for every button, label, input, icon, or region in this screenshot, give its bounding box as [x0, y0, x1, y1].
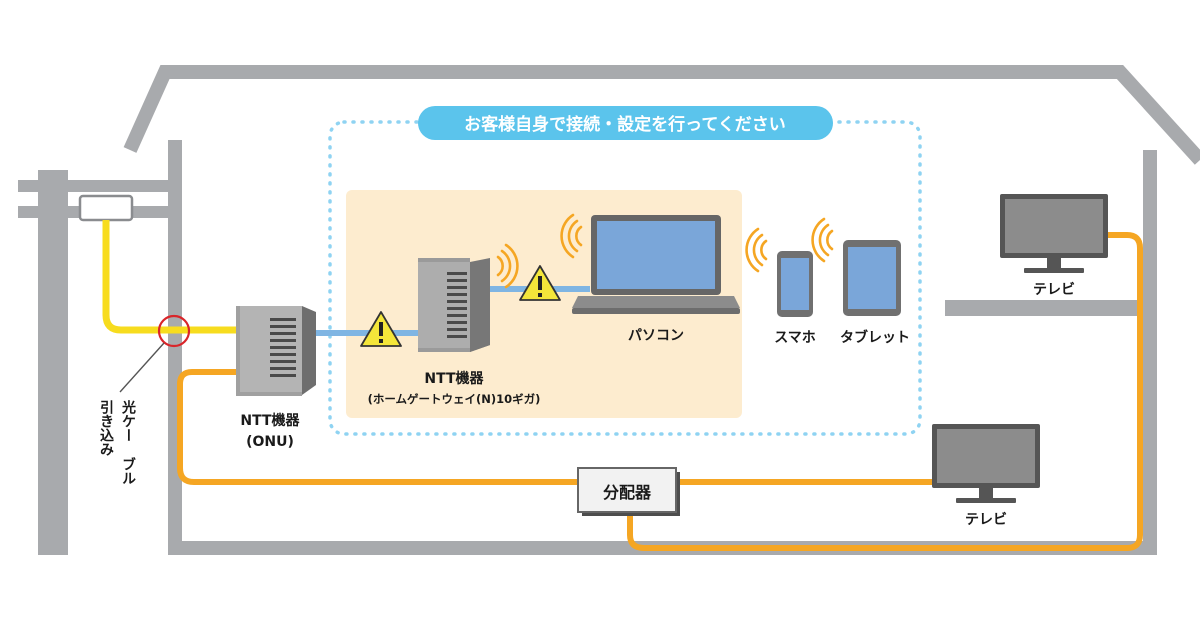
laptop-icon [572, 215, 740, 314]
cable-label-col-3: 引き込み [98, 400, 114, 456]
smartphone-label: スマホ [774, 330, 816, 346]
router-icon [418, 258, 490, 352]
onu-icon [236, 306, 316, 396]
pc-label: パソコン [628, 328, 684, 344]
tv-icon [1000, 194, 1108, 273]
gateway-sub-label: (ホームゲートウェイ(N)10ギガ) [368, 392, 541, 406]
tv-upper-label: テレビ [1033, 282, 1075, 298]
cable-entry-marker [157, 314, 191, 348]
coax-cable-upper [627, 232, 1143, 551]
cable-label-pointer [119, 342, 165, 393]
tablet-icon [843, 240, 901, 316]
utility-pole [18, 170, 168, 555]
wifi-icon [811, 217, 834, 263]
tablet-label: タブレット [840, 329, 910, 346]
cable-label-col-1: 光ケー [120, 399, 137, 442]
fiber-cable [102, 220, 240, 334]
upper-floor-shelf [945, 300, 1143, 316]
wifi-icon [745, 227, 768, 273]
banner-text: お客様自身で接続・設定を行ってください [464, 114, 786, 135]
tv-icon [932, 424, 1040, 503]
onu-name-label: NTT機器 [240, 412, 300, 429]
coax-cable-lower [177, 369, 935, 485]
onu-sub-label: (ONU) [246, 434, 294, 450]
tv-lower-label: テレビ [965, 512, 1007, 528]
splitter-box [577, 467, 680, 516]
gateway-name-label: NTT機器 [424, 370, 484, 387]
splitter-label: 分配器 [603, 483, 652, 502]
instruction-banner [418, 106, 833, 140]
cable-label-col-2: ブル [120, 456, 136, 485]
cable-terminal-box [78, 194, 134, 222]
smartphone-icon [777, 251, 813, 317]
